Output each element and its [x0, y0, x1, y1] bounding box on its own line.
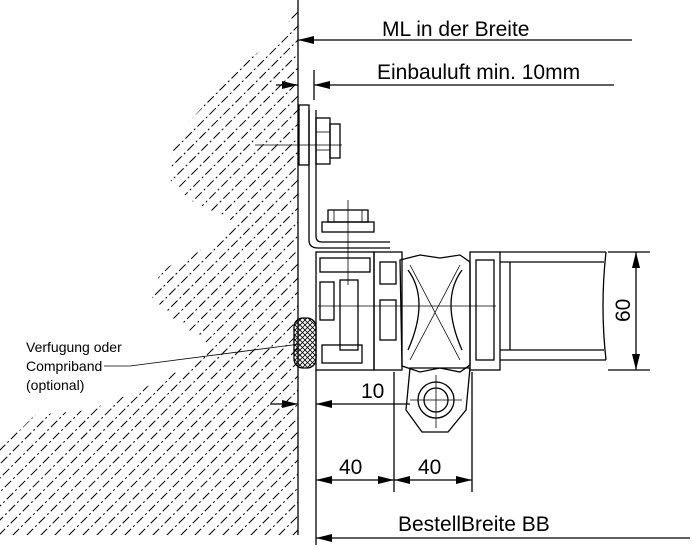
frame-profile — [315, 251, 607, 373]
wall-hatch-line — [29, 0, 298, 535]
dim-40-left-label: 40 — [339, 456, 362, 479]
wall-hatch-line — [0, 0, 298, 535]
wall-hatch-line — [57, 0, 298, 535]
bottom-roller — [405, 367, 471, 433]
wall-hatch-line — [183, 0, 298, 535]
dim-60-label: 60 — [612, 299, 635, 322]
wall-hatch-line — [141, 0, 298, 535]
wall-hatch-line — [0, 0, 298, 535]
seal-note: Verfugung oder Compriband (optional) — [26, 339, 301, 393]
wall-hatch-line — [0, 0, 298, 535]
wall-hatch-line — [0, 0, 73, 535]
wall-hatch-line — [127, 0, 298, 535]
wall-hatch-line — [0, 0, 17, 535]
wall-hatch-line — [0, 0, 298, 535]
wall-hatch-line — [43, 0, 298, 535]
lower-bolt — [321, 200, 375, 285]
note-line-1: Verfugung oder — [26, 339, 122, 355]
wall-hatch-line — [0, 0, 298, 535]
dimension-ml-width: ML in der Breite — [298, 18, 632, 44]
wall-hatch-line — [0, 0, 157, 535]
wall-hatch-line — [169, 0, 298, 535]
wall-hatch-line — [0, 0, 298, 535]
dim-10-label: 10 — [361, 380, 384, 403]
wall-hatch-line — [0, 0, 241, 535]
wall-hatch-line — [0, 0, 298, 535]
compriband-seal — [293, 317, 317, 369]
dimension-10: 10 — [270, 380, 410, 408]
wall-hatch-line — [0, 0, 298, 535]
wall-hatch-line — [15, 0, 298, 535]
dimension-order-width: BestellBreite BB — [315, 492, 690, 545]
dimension-60: 60 — [608, 251, 650, 371]
dimension-40-pair: 40 40 — [315, 370, 473, 492]
dim-40-right-label: 40 — [418, 456, 441, 479]
install-gap-label: Einbauluft min. 10mm — [377, 61, 580, 84]
ml-width-label: ML in der Breite — [382, 18, 529, 41]
wall-hatch-line — [0, 0, 129, 535]
wall-hatch-line — [0, 0, 298, 535]
note-line-3: (optional) — [26, 377, 84, 393]
wall-hatch-line — [0, 0, 45, 535]
note-line-2: Compriband — [26, 358, 102, 374]
wall-hatch-line — [99, 0, 298, 535]
wall-hatch-line — [71, 0, 298, 535]
wall-hatch-line — [85, 0, 298, 535]
wall-hatch-line — [0, 0, 213, 535]
dimension-install-gap: Einbauluft min. 10mm — [276, 61, 614, 100]
wall-hatch-line — [1, 0, 298, 535]
wall-hatch-line — [0, 0, 297, 535]
wall-hatch-line — [0, 0, 298, 535]
wall-hatch-line — [155, 0, 298, 535]
wall-hatch-line — [113, 0, 298, 535]
upper-bracket — [255, 104, 390, 249]
wall-hatch-line — [0, 0, 185, 535]
wall-hatch-line — [197, 0, 298, 535]
order-width-label: BestellBreite BB — [398, 513, 550, 536]
